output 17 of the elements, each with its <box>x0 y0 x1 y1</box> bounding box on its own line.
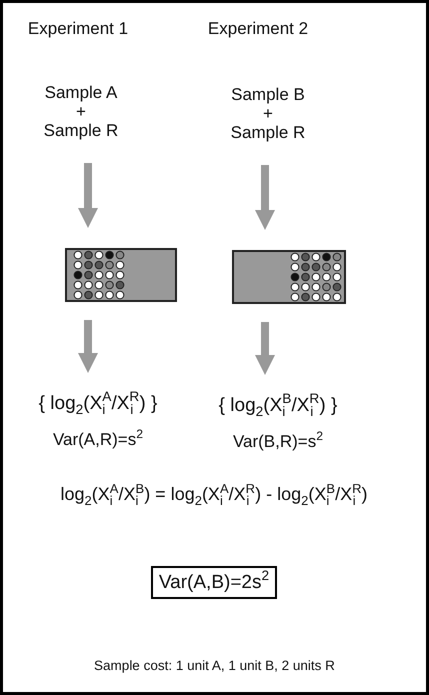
difference-formula: log$_{2}$(X$^{A}$$_{i}$/X$^{B}$$_{i}$) = log$_{2}$(X$^{A}$$_{i}$/X$^{R}$$_{i}$) - log$_{2}$(X$^{B}$$_{i}$/X$^{R}$$_{i}$) <box>60 484 368 504</box>
variance-formula: Var(B,R)=s$^{2}$ <box>232 432 324 451</box>
arrow <box>78 163 98 228</box>
formula: { log$_{2}$(X$^{A}$$_{i}$/X$^{R}$$_{i}$) } <box>38 393 158 414</box>
sample-mix-label: Sample A + Sample R <box>42 83 120 140</box>
experiment-heading: Experiment 1 <box>28 19 128 38</box>
arrow <box>255 322 275 375</box>
microarray-slide <box>232 250 346 304</box>
arrow <box>255 165 275 230</box>
boxed-formula: Var(A,B)=2s$^{2}$ <box>151 566 277 599</box>
formula: { log$_{2}$(X$^{B}$$_{i}$/X$^{R}$$_{i}$) } <box>218 395 338 416</box>
microarray-slide <box>65 248 177 302</box>
experiment-heading: Experiment 2 <box>208 19 308 38</box>
variance-formula: Var(A,R)=s$^{2}$ <box>52 430 144 449</box>
sample-cost-note: Sample cost: 1 unit A, 1 unit B, 2 units R <box>94 658 335 673</box>
arrow <box>78 320 98 373</box>
sample-mix-label: Sample B + Sample R <box>230 85 306 142</box>
